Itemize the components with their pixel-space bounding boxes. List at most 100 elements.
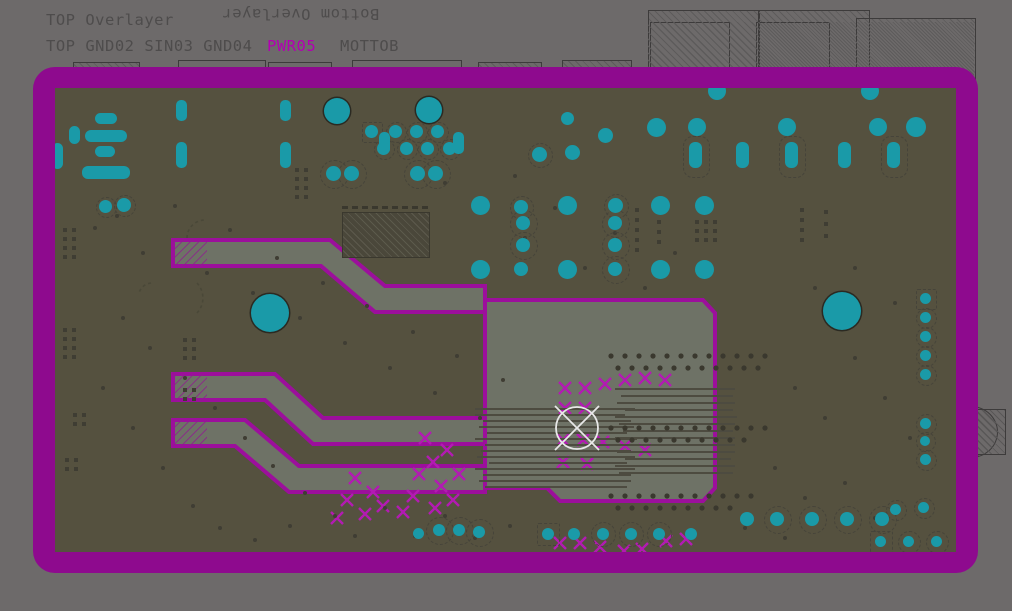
via-pad[interactable] xyxy=(99,200,112,213)
edge-pad[interactable] xyxy=(861,88,879,100)
via-pad[interactable] xyxy=(532,147,547,162)
bga-pad[interactable] xyxy=(389,125,402,138)
via-pad[interactable] xyxy=(653,528,665,540)
connector-pad[interactable] xyxy=(688,118,706,136)
via-pad[interactable] xyxy=(514,200,528,214)
via-pad[interactable] xyxy=(542,528,554,540)
mounting-hole-pad[interactable] xyxy=(416,97,442,123)
pad-halo xyxy=(683,136,710,178)
via-pad[interactable] xyxy=(117,198,131,212)
via-pad[interactable] xyxy=(561,112,574,125)
via-pad[interactable] xyxy=(890,504,901,515)
via-pad[interactable] xyxy=(920,350,931,361)
smd-pad[interactable] xyxy=(280,142,291,168)
smd-pad[interactable] xyxy=(55,143,63,169)
via-pad[interactable] xyxy=(516,238,530,252)
ic-component-body[interactable] xyxy=(342,212,430,258)
via-pad[interactable] xyxy=(695,196,714,215)
via-pad[interactable] xyxy=(920,331,931,342)
bga-pad[interactable] xyxy=(365,125,378,138)
via-pad[interactable] xyxy=(651,196,670,215)
smd-pad[interactable] xyxy=(95,113,117,124)
via-pad[interactable] xyxy=(625,528,637,540)
bga-pad[interactable] xyxy=(421,142,434,155)
bga-pad[interactable] xyxy=(410,125,423,138)
via-pad[interactable] xyxy=(931,536,942,547)
mounting-hole-pad[interactable] xyxy=(823,292,861,330)
connector-pad[interactable] xyxy=(647,118,666,137)
via-pad[interactable] xyxy=(920,369,931,380)
via-pad[interactable] xyxy=(608,198,623,213)
smd-pad[interactable] xyxy=(176,142,187,168)
via-pad[interactable] xyxy=(516,216,530,230)
pad-halo xyxy=(869,506,897,534)
smd-pad[interactable] xyxy=(176,100,187,121)
via-pad[interactable] xyxy=(326,166,341,181)
via-pad[interactable] xyxy=(875,536,886,547)
via-pad[interactable] xyxy=(608,238,622,252)
via-pad[interactable] xyxy=(565,145,580,160)
via-pad[interactable] xyxy=(410,166,425,181)
via-pad[interactable] xyxy=(805,512,819,526)
smd-pad[interactable] xyxy=(280,100,291,121)
bottom-overlayer-label: Bottom Overlayer xyxy=(222,5,380,23)
plane-arm-top xyxy=(171,238,487,314)
via-pad[interactable] xyxy=(433,524,445,536)
bga-pad[interactable] xyxy=(443,142,456,155)
via-pad[interactable] xyxy=(558,196,577,215)
connector-pad[interactable] xyxy=(785,142,798,168)
via-pad[interactable] xyxy=(473,526,485,538)
via-pad[interactable] xyxy=(770,512,784,526)
via-pad[interactable] xyxy=(918,502,929,513)
connector-pad[interactable] xyxy=(838,142,851,168)
via-pad[interactable] xyxy=(598,128,613,143)
via-pad[interactable] xyxy=(740,512,754,526)
smd-pad[interactable] xyxy=(85,130,127,142)
connector-pad[interactable] xyxy=(887,142,900,168)
via-pad[interactable] xyxy=(413,528,424,539)
via-pad[interactable] xyxy=(840,512,854,526)
pad-halo xyxy=(418,139,439,160)
bga-pad[interactable] xyxy=(377,142,390,155)
via-pad[interactable] xyxy=(558,260,577,279)
bga-pad[interactable] xyxy=(431,125,444,138)
via-pad[interactable] xyxy=(903,536,914,547)
smd-pad[interactable] xyxy=(82,166,130,179)
via-pad[interactable] xyxy=(453,524,465,536)
connector-pad[interactable] xyxy=(689,142,702,168)
via-pad[interactable] xyxy=(920,436,930,446)
board-copper-area[interactable] xyxy=(55,88,956,552)
connector-pad[interactable] xyxy=(736,142,749,168)
smd-pad[interactable] xyxy=(69,126,80,144)
connector-pad[interactable] xyxy=(869,118,887,136)
mounting-hole-pad[interactable] xyxy=(251,294,289,332)
via-pad[interactable] xyxy=(568,528,580,540)
pad-halo xyxy=(779,136,806,178)
via-pad[interactable] xyxy=(471,260,490,279)
via-pad[interactable] xyxy=(920,454,931,465)
via-pad[interactable] xyxy=(920,418,931,429)
via-pad[interactable] xyxy=(608,216,622,230)
via-pad[interactable] xyxy=(514,262,528,276)
connector-pad[interactable] xyxy=(778,118,796,136)
pad-halo xyxy=(834,506,862,534)
via-pad[interactable] xyxy=(875,512,889,526)
via-pad[interactable] xyxy=(920,293,931,304)
via-pad[interactable] xyxy=(428,166,443,181)
via-pad[interactable] xyxy=(597,528,609,540)
edge-pad[interactable] xyxy=(708,88,726,100)
via-pad[interactable] xyxy=(608,262,622,276)
via-pad[interactable] xyxy=(471,196,490,215)
bga-pad[interactable] xyxy=(400,142,413,155)
active-layer-label[interactable]: PWR05 xyxy=(267,37,317,55)
mounting-hole-pad[interactable] xyxy=(324,98,350,124)
via-pad[interactable] xyxy=(344,166,359,181)
via-row xyxy=(608,353,768,511)
via-pad[interactable] xyxy=(920,312,931,323)
via-pad[interactable] xyxy=(695,260,714,279)
connector-pad[interactable] xyxy=(906,117,926,137)
smd-pad[interactable] xyxy=(95,146,115,157)
via-pad[interactable] xyxy=(651,260,670,279)
smd-pad[interactable] xyxy=(453,132,464,154)
via-pad[interactable] xyxy=(685,528,697,540)
